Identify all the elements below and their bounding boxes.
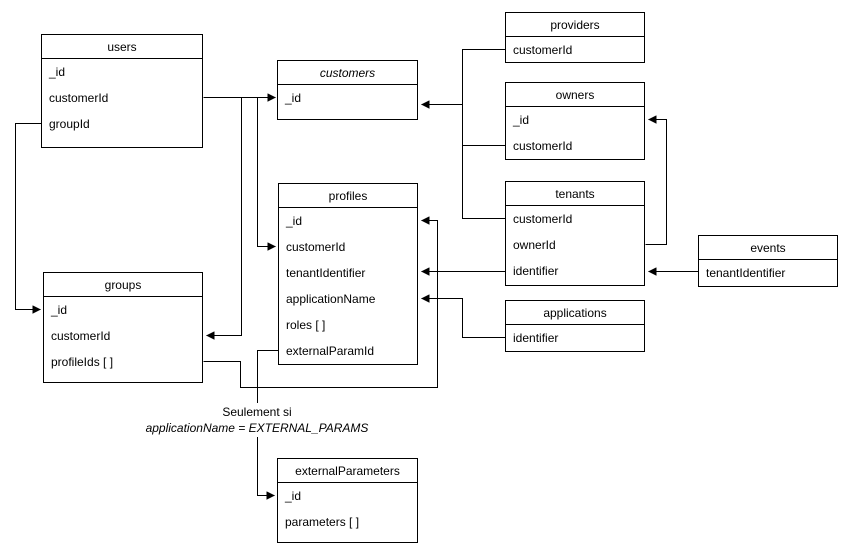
edge-groups-profileids-to-profiles-id: [203, 216, 438, 388]
entity-events: events tenantIdentifier: [698, 235, 838, 287]
edge-tenants-ownerid-to-owners-id: [645, 115, 667, 245]
entity-profiles-field-id: _id: [286, 214, 303, 228]
entity-groups-field-profileids: profileIds [ ]: [51, 355, 114, 369]
edge-users-customerid-to-groups-customerid: [206, 97, 242, 340]
entity-owners-field-customerid: customerId: [513, 139, 573, 153]
entity-externalparameters-title: externalParameters: [278, 459, 417, 483]
entity-tenants-title: tenants: [506, 182, 644, 206]
entity-groups: groups _id customerId profileIds [ ]: [43, 272, 203, 383]
entity-tenants-field-customerid: customerId: [513, 212, 573, 226]
entity-groups-field-customerid: customerId: [51, 329, 111, 343]
entity-providers-field-customerid: customerId: [513, 43, 573, 57]
entity-users: users _id customerId groupId: [41, 34, 203, 148]
entity-externalparameters-field-id: _id: [285, 489, 302, 503]
entity-tenants-field-ownerid: ownerId: [513, 238, 556, 252]
entity-customers-title: customers: [278, 61, 417, 85]
entity-customers-field-id: _id: [285, 91, 302, 105]
entity-externalparameters: externalParameters _id parameters [ ]: [277, 458, 418, 543]
entity-profiles-field-externalparamid: externalParamId: [286, 344, 375, 358]
entity-customers: customers _id: [277, 60, 418, 120]
entity-profiles: profiles _id customerId tenantIdentifier…: [278, 183, 418, 365]
edge-condition-note: Seulement si applicationName = EXTERNAL_…: [135, 403, 379, 437]
entity-profiles-field-tenantidentifier: tenantIdentifier: [286, 266, 366, 280]
edge-trunk-providers-tenants: [462, 49, 506, 219]
edge-users-customerid-to-profiles-customerid: [257, 97, 276, 251]
entity-applications: applications identifier: [505, 300, 645, 352]
entity-owners: owners _id customerId: [505, 82, 645, 160]
entity-tenants-field-identifier: identifier: [513, 264, 559, 278]
edge-users-groupid-to-groups-id: [15, 123, 42, 314]
edge-applications-identifier-to-profiles-applicationname: [421, 294, 506, 338]
entity-profiles-field-applicationname: applicationName: [286, 292, 376, 306]
entity-tenants: tenants customerId ownerId identifier: [505, 181, 645, 286]
entity-events-title: events: [699, 236, 837, 260]
entity-groups-field-id: _id: [51, 303, 68, 317]
entity-externalparameters-field-parameters: parameters [ ]: [285, 515, 360, 529]
entity-providers: providers customerId: [505, 12, 645, 63]
entity-profiles-field-customerid: customerId: [286, 240, 346, 254]
entity-profiles-field-roles: roles [ ]: [286, 318, 326, 332]
entity-applications-field-identifier: identifier: [513, 331, 559, 345]
entity-groups-title: groups: [44, 273, 202, 297]
entity-users-field-groupid: groupId: [49, 117, 90, 131]
entity-providers-title: providers: [506, 13, 644, 37]
entity-applications-title: applications: [506, 301, 644, 325]
entity-users-field-id: _id: [49, 65, 66, 79]
edge-condition-note-line2: applicationName = EXTERNAL_PARAMS: [145, 421, 369, 435]
entity-users-field-customerid: customerId: [49, 91, 109, 105]
entity-profiles-title: profiles: [279, 184, 417, 208]
entity-owners-field-id: _id: [513, 113, 530, 127]
entity-owners-title: owners: [506, 83, 644, 107]
edge-condition-note-line1: Seulement si: [222, 405, 292, 419]
entity-events-field-tenantidentifier: tenantIdentifier: [706, 266, 786, 280]
entity-users-title: users: [42, 35, 202, 59]
